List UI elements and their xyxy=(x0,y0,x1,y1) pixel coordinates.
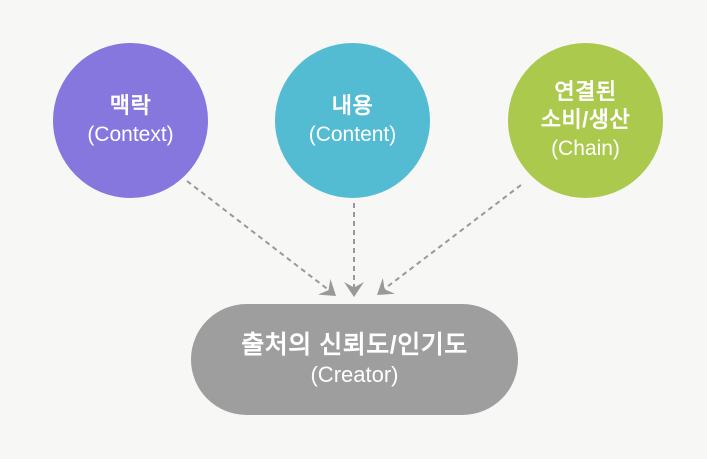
node-content-label-ko: 내용 xyxy=(331,93,374,119)
node-chain-label-ko-line1: 연결된 xyxy=(554,78,617,104)
arrow-content-to-creator xyxy=(344,203,364,297)
node-context-label-en: (Context) xyxy=(87,122,174,146)
arrow-content-to-creator-head xyxy=(344,282,364,297)
node-content-circle: 내용 (Content) xyxy=(275,43,430,198)
arrow-context-to-creator-head xyxy=(318,278,336,296)
arrow-chain-to-creator-line xyxy=(382,184,522,291)
node-chain-label-en: (Chain) xyxy=(551,136,620,160)
node-context-circle: 맥락 (Context) xyxy=(53,43,208,198)
node-creator-rounded-rect: 출처의 신뢰도/인기도 (Creator) xyxy=(191,304,518,415)
arrow-context-to-creator-line xyxy=(186,180,331,292)
arrow-chain-to-creator xyxy=(377,184,522,295)
node-context-label-ko: 맥락 xyxy=(109,93,152,119)
node-chain-circle: 연결된 소비/생산 (Chain) xyxy=(508,43,663,198)
node-chain-label-ko-line2: 소비/생산 xyxy=(540,107,631,133)
arrow-context-to-creator xyxy=(186,180,336,296)
node-content-label-en: (Content) xyxy=(308,122,397,146)
arrow-chain-to-creator-head xyxy=(377,277,395,295)
node-creator-label-en: (Creator) xyxy=(310,362,399,388)
node-creator-label-ko: 출처의 신뢰도/인기도 xyxy=(241,330,468,359)
